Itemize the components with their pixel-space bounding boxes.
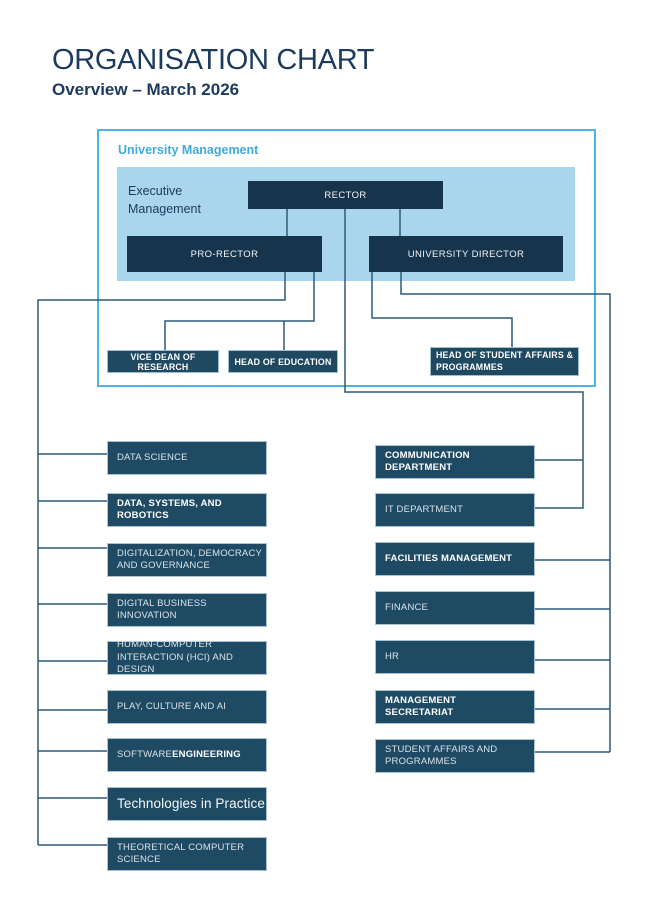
dept-hci-design: HUMAN-COMPUTER INTERACTION (HCI) AND DES… (107, 639, 267, 676)
dept-label: HR (385, 650, 400, 662)
dept-label: STUDENT AFFAIRS AND PROGRAMMES (385, 743, 498, 767)
node-vice-dean-of-research: VICE DEAN OF RESEARCH (107, 350, 219, 373)
node-pro-rector: PRO-RECTOR (127, 236, 322, 272)
dept-label: HUMAN-COMPUTER INTERACTION (HCI) AND DES… (117, 639, 234, 676)
dept-label: DIGITAL BUSINESS INNOVATION (117, 597, 207, 621)
dept-digitalization-democracy-governance: DIGITALIZATION, DEMOCRACY AND GOVERNANCE (107, 543, 267, 577)
dept-finance: FINANCE (375, 591, 535, 625)
dept-label: DIGITALIZATION, DEMOCRACY AND GOVERNANCE (117, 547, 263, 571)
dept-digital-business-innovation: DIGITAL BUSINESS INNOVATION (107, 593, 267, 627)
dept-label: FINANCE (385, 601, 429, 613)
dept-label: COMMUNICATION DEPARTMENT (385, 449, 470, 473)
dept-communication-department: COMMUNICATION DEPARTMENT (375, 445, 535, 479)
dept-play-culture-ai: PLAY, CULTURE AND AI (107, 690, 267, 724)
dept-label: THEORETICAL COMPUTER SCIENCE (117, 841, 245, 865)
executive-management-label: Executive Management (128, 184, 201, 217)
dept-label: MANAGEMENT SECRETARIAT (385, 694, 457, 718)
dept-label: DATA, SYSTEMS, AND ROBOTICS (117, 497, 222, 521)
dept-theoretical-computer-science: THEORETICAL COMPUTER SCIENCE (107, 837, 267, 871)
dept-facilities-management: FACILITIES MANAGEMENT (375, 542, 535, 576)
dept-data-science: DATA SCIENCE (107, 441, 267, 475)
node-label: HEAD OF STUDENT AFFAIRS & PROGRAMMES (436, 349, 574, 372)
dept-management-secretariat: MANAGEMENT SECRETARIAT (375, 690, 535, 724)
node-head-of-education: HEAD OF EDUCATION (228, 350, 338, 373)
dept-label: DATA SCIENCE (117, 451, 188, 463)
dept-technologies-in-practice: Technologies in Practice (107, 787, 267, 821)
node-rector: RECTOR (248, 181, 443, 209)
dept-label: IT DEPARTMENT (385, 503, 464, 515)
dept-it-department: IT DEPARTMENT (375, 493, 535, 527)
page-title: ORGANISATION CHART (52, 44, 375, 76)
university-management-label: University Management (118, 143, 259, 157)
dept-software-engineering: SOFTWARE ENGINEERING (107, 738, 267, 772)
dept-student-affairs-programmes: STUDENT AFFAIRS AND PROGRAMMES (375, 739, 535, 773)
dept-hr: HR (375, 640, 535, 674)
page-subtitle: Overview – March 2026 (52, 80, 240, 99)
dept-label: FACILITIES MANAGEMENT (385, 552, 513, 564)
dept-label: SOFTWARE (117, 748, 173, 760)
dept-data-systems-robotics: DATA, SYSTEMS, AND ROBOTICS (107, 493, 267, 527)
dept-label-bold: ENGINEERING (172, 748, 241, 760)
node-head-of-student-affairs: HEAD OF STUDENT AFFAIRS & PROGRAMMES (430, 347, 579, 376)
node-university-director: UNIVERSITY DIRECTOR (369, 236, 563, 272)
dept-label: Technologies in Practice (117, 796, 265, 812)
dept-label: PLAY, CULTURE AND AI (117, 700, 227, 712)
